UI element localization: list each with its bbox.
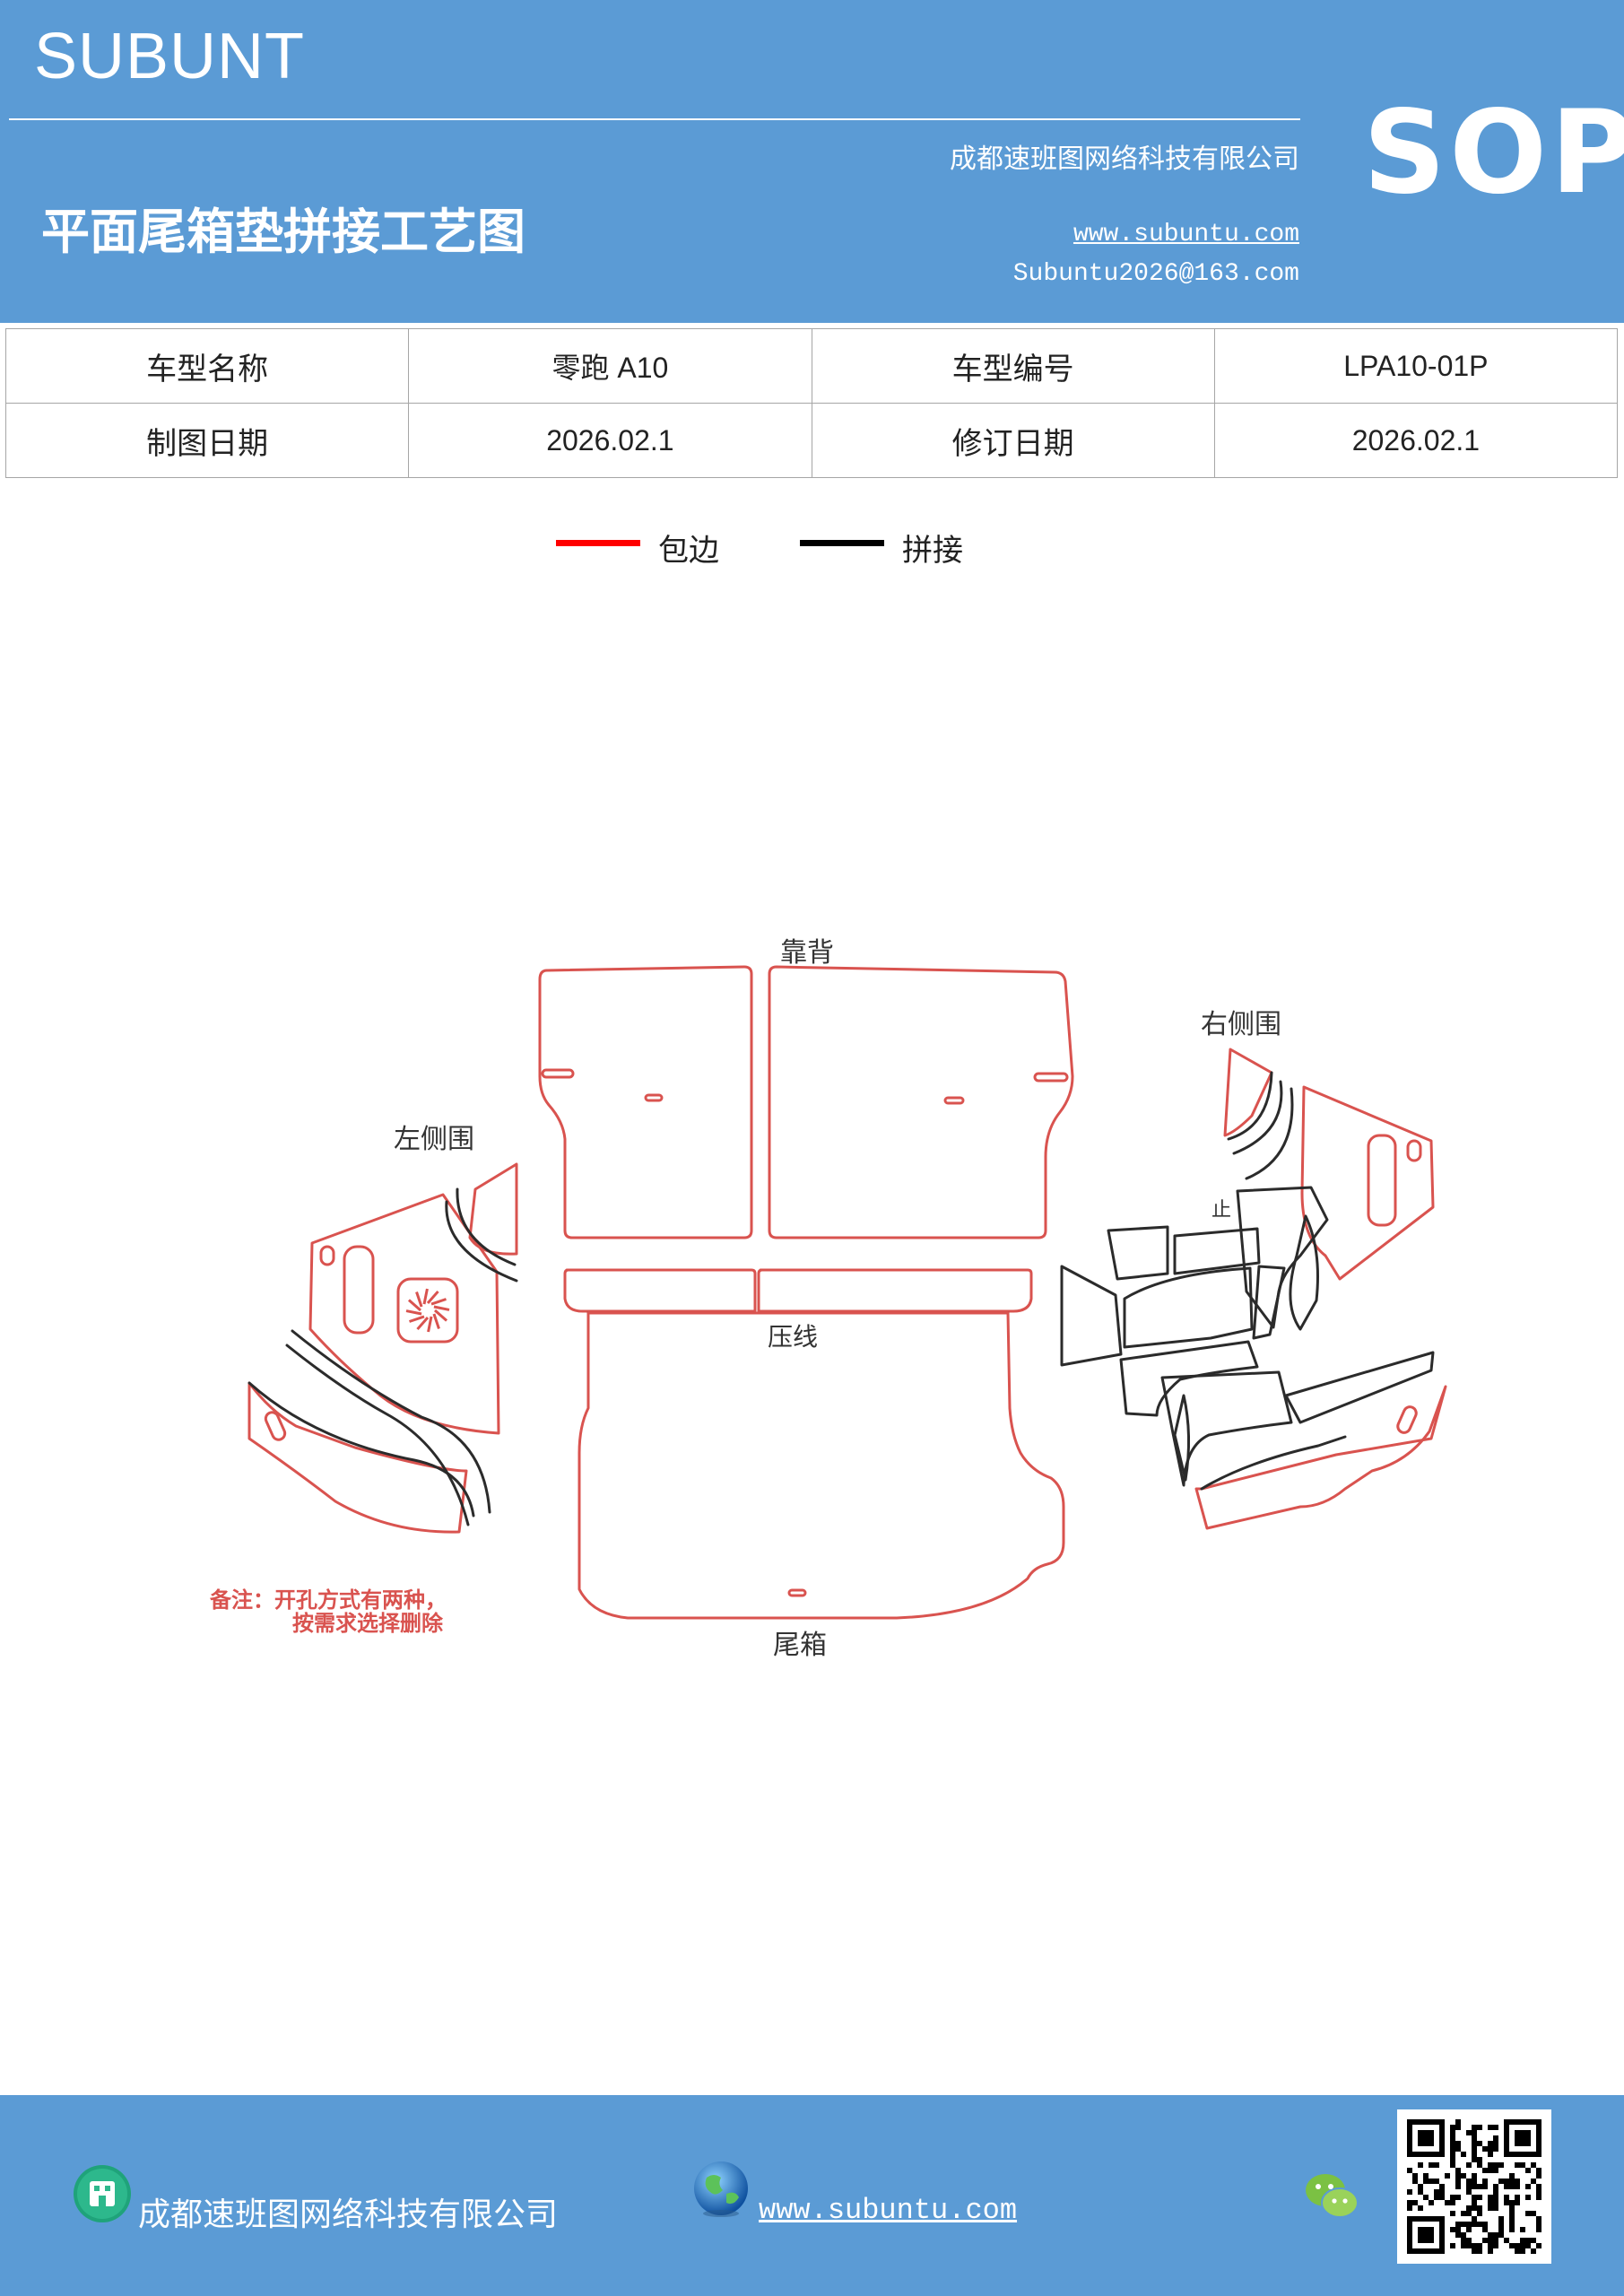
table-row: 制图日期 2026.02.1 修订日期 2026.02.1 [4,403,1619,478]
left-wall-seam-5 [285,1344,470,1526]
right-piece-b [1173,1227,1261,1275]
speaker-swirl-stroke [430,1298,447,1306]
right-piece-l [1200,1435,1347,1491]
wechat-icon[interactable] [1302,2169,1361,2222]
right-wall-vent-slot [1367,1134,1397,1227]
right-piece-k [1173,1394,1191,1482]
left-wall-seam-1 [445,1200,518,1283]
crease-strip-right [757,1268,1033,1313]
backrest-left-panel [538,965,753,1239]
table-row: 车型名称 零跑 A10 车型编号 LPA10-01P [4,328,1619,404]
right-wall-lower [1194,1385,1447,1530]
left-wall-seam-4 [291,1329,491,1514]
speaker-swirl-stroke [409,1315,425,1323]
right-piece-f [1123,1266,1254,1349]
trunk-mat-diagram: 靠背 左侧围 右侧围 压线 尾箱 止 备注：开孔方式有两种， 按需求选择删除 [209,937,1447,1661]
backrest-right-hole [943,1096,965,1105]
crease-strip-left [563,1268,757,1313]
label-crease: 压线 [768,1322,818,1352]
footer-company: 成都速班图网络科技有限公司 [138,2196,559,2233]
label-trunk: 尾箱 [773,1630,827,1661]
speaker-swirl-stroke [434,1309,448,1322]
right-piece-e [1060,1265,1123,1367]
header-banner: SUBUNT 成都速班图网络科技有限公司 平面尾箱垫拼接工艺图 www.subu… [0,0,1624,323]
footer-banner: 成都速班图网络科技有限公司 www.subuntu.com [0,2095,1624,2296]
page-title: 平面尾箱垫拼接工艺图 [41,203,525,260]
right-piece-h [1119,1340,1259,1417]
speaker-swirl-stroke [427,1316,433,1333]
value-draw-date: 2026.02.1 [408,403,812,478]
left-wall-small-hole [319,1245,335,1266]
right-piece-j [1284,1351,1435,1424]
label-model-name: 车型名称 [4,328,410,404]
backrest-left-slot [541,1068,575,1079]
right-wall-seam-2 [1232,1080,1283,1155]
trunk-floor-hole [787,1588,807,1597]
speaker-swirl-stroke [426,1290,439,1304]
header-company: 成都速班图网络科技有限公司 [950,144,1299,175]
diagram-note-line2: 按需求选择删除 [292,1611,444,1636]
brand-name: SUBUNT [34,21,306,92]
speaker-swirl-stroke [405,1309,422,1316]
right-wall-trim-top [1223,1048,1273,1137]
speaker-swirl-stroke [416,1317,430,1331]
diagram-note-line1: 备注：开孔方式有两种， [209,1587,447,1613]
backrest-left-hole [644,1093,664,1102]
legend: 包边 拼接 [556,526,1058,570]
left-wall-lower [248,1381,468,1534]
speaker-swirl-stroke [422,1288,429,1305]
speaker-swirl-stroke [433,1305,450,1311]
value-revise-date: 2026.02.1 [1213,403,1619,478]
right-piece-d [1289,1214,1319,1331]
right-wall-seam-3 [1245,1087,1294,1180]
legend-swatch-edge [556,540,640,546]
value-model-name: 零跑 A10 [408,328,812,404]
building-icon [74,2165,131,2222]
label-small-mark: 止 [1211,1199,1231,1222]
right-wall-lower-hole [1396,1405,1418,1434]
speaker-swirl-stroke [407,1299,421,1312]
label-left-side: 左侧围 [394,1124,474,1155]
right-piece-g [1252,1265,1286,1340]
right-wall-seam-1 [1227,1071,1273,1141]
legend-label-edge: 包边 [658,533,719,569]
label-model-code: 车型编号 [811,328,1215,404]
left-wall-upper [308,1193,500,1435]
backrest-right-panel [768,965,1074,1239]
header-email: Subuntu2026@163.com [1012,260,1299,288]
label-backrest: 靠背 [780,937,834,969]
backrest-right-slot [1033,1072,1069,1083]
label-right-side: 右侧围 [1201,1009,1281,1040]
left-wall-vent-slot [343,1245,375,1335]
right-piece-a [1107,1225,1169,1281]
trunk-floor-panel [578,1311,1065,1620]
globe-icon [694,2161,748,2217]
label-revise-date: 修订日期 [811,403,1215,478]
qr-code [1397,2109,1551,2264]
sop-badge: SOP [1363,86,1624,220]
legend-label-seam: 拼接 [902,533,963,569]
speaker-swirl-stroke [432,1313,440,1329]
label-draw-date: 制图日期 [4,403,410,478]
vehicle-info-table: 车型名称 零跑 A10 车型编号 LPA10-01P 制图日期 2026.02.… [4,328,1619,478]
legend-swatch-seam [800,540,884,546]
right-wall-small-hole [1406,1139,1422,1162]
footer-website-link[interactable]: www.subuntu.com [759,2194,1018,2227]
speaker-swirl-stroke [415,1292,423,1308]
value-model-code: LPA10-01P [1213,328,1619,404]
left-wall-lower-hole [264,1411,287,1441]
left-wall-speaker-cut [396,1277,459,1344]
left-wall-seam-2 [456,1187,517,1266]
header-website-link[interactable]: www.subuntu.com [1073,221,1299,248]
header-divider [9,118,1300,120]
left-wall-seam-3 [248,1381,475,1518]
